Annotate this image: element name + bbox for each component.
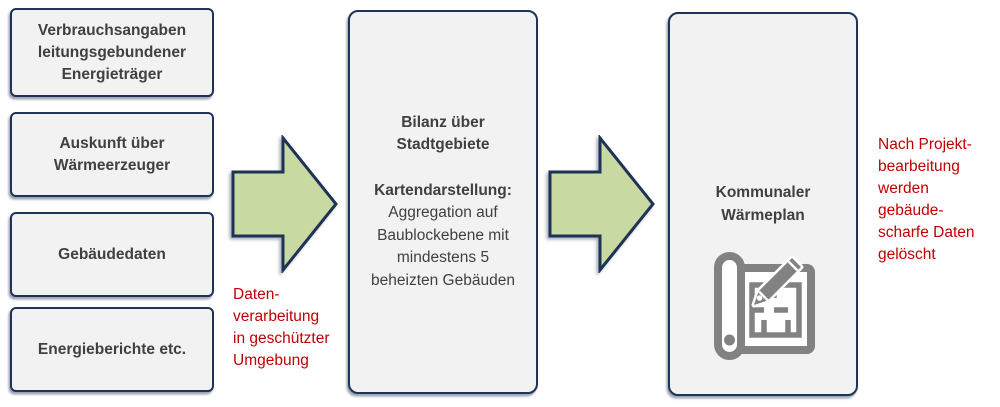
input-box-energieberichte: Energieberichte etc. <box>10 307 214 392</box>
input-box-verbrauchsangaben: Verbrauchsangaben leitungsgebundener Ene… <box>10 8 214 97</box>
process-title: Bilanz über Stadtgebiete <box>396 113 490 154</box>
note-data-deletion: Nach Projekt- bearbeitung werden gebäude… <box>878 136 975 263</box>
input-box-gebaeudedaten: Gebäudedaten <box>10 212 214 297</box>
process-box: Bilanz über Stadtgebiete Kartendarstellu… <box>348 10 538 394</box>
input-box-waermeerzeuger: Auskunft über Wärmeerzeuger <box>10 112 214 197</box>
note-protected-processing: Daten- verarbeitung in geschützter Umgeb… <box>233 286 330 369</box>
output-box: Kommunaler Wärmeplan <box>668 12 858 396</box>
arrow-right-icon <box>231 135 338 273</box>
map-description: Aggregation auf Baublockebene mit mindes… <box>371 204 515 289</box>
output-title: Kommunaler Wärmeplan <box>715 184 811 224</box>
arrow-right-icon <box>548 135 655 273</box>
blueprint-pencil-icon <box>714 252 815 360</box>
map-heading: Kartendarstellung: <box>374 181 512 199</box>
